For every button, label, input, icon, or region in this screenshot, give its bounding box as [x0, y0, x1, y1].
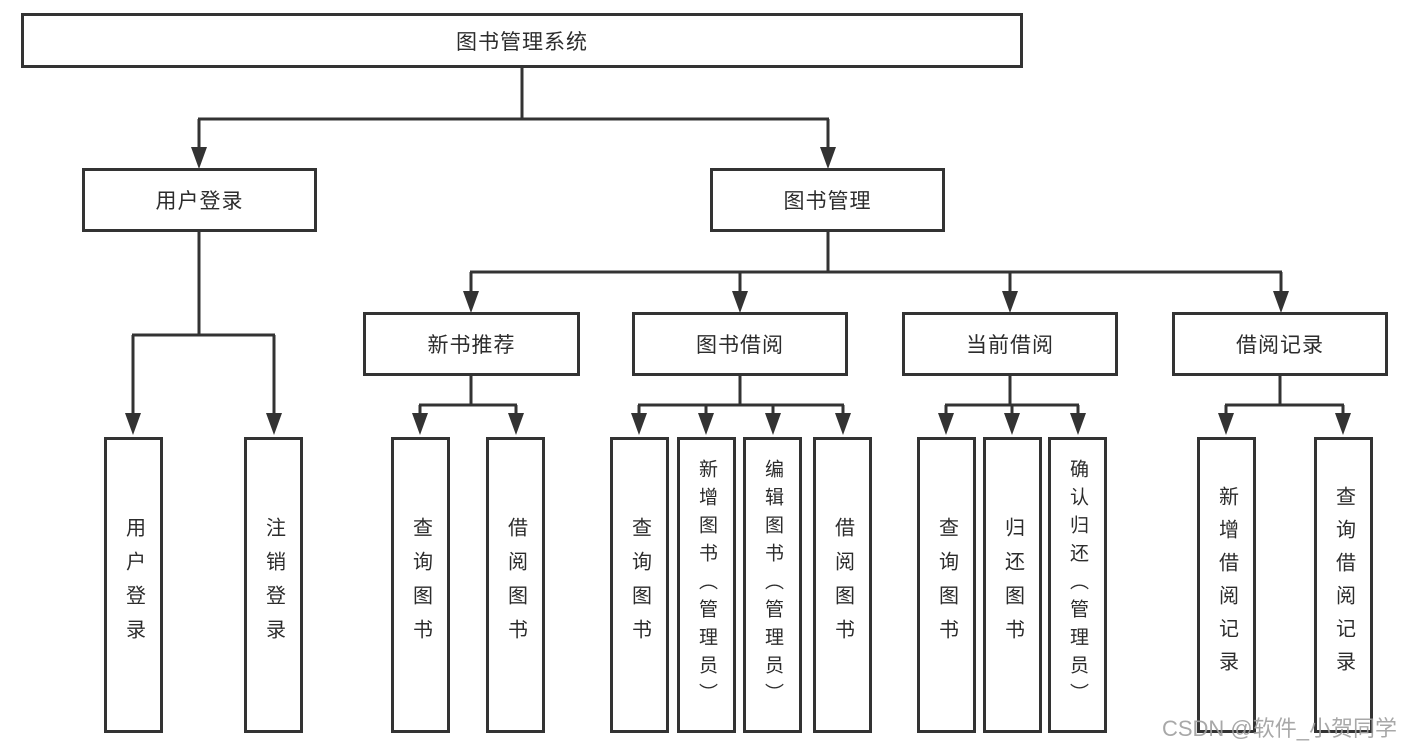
- leaf-current-query-books-label: 查询图书: [935, 517, 958, 653]
- leaf-newbook-borrow-books: 借阅图书: [486, 437, 545, 733]
- leaf-records-add-record-label: 新增借阅记录: [1215, 486, 1238, 684]
- leaf-logout: 注销登录: [244, 437, 303, 733]
- leaf-borrow-borrow-books: 借阅图书: [813, 437, 872, 733]
- node-current-borrow: 当前借阅: [902, 312, 1118, 376]
- leaf-current-return-books: 归还图书: [983, 437, 1042, 733]
- leaf-borrow-edit-books-admin-label: 编辑图书（管理员）: [762, 459, 783, 711]
- node-book-management-label: 图书管理: [783, 190, 872, 213]
- leaf-logout-label: 注销登录: [262, 517, 285, 653]
- leaf-current-confirm-return-admin: 确认归还（管理员）: [1048, 437, 1107, 733]
- leaf-borrow-add-books-admin: 新增图书（管理员）: [677, 437, 736, 733]
- leaf-newbook-borrow-books-label: 借阅图书: [504, 517, 527, 653]
- leaf-records-query-record-label: 查询借阅记录: [1332, 486, 1355, 684]
- leaf-current-query-books: 查询图书: [917, 437, 976, 733]
- node-new-book-recommend: 新书推荐: [363, 312, 580, 376]
- leaf-newbook-query-books-label: 查询图书: [409, 517, 432, 653]
- leaf-records-query-record: 查询借阅记录: [1314, 437, 1373, 733]
- node-user-login: 用户登录: [82, 168, 317, 232]
- tree-edges: [131, 68, 1345, 419]
- leaf-borrow-borrow-books-label: 借阅图书: [831, 517, 854, 653]
- leaf-records-add-record: 新增借阅记录: [1197, 437, 1256, 733]
- leaf-borrow-query-books-label: 查询图书: [628, 517, 651, 653]
- node-borrow-records: 借阅记录: [1172, 312, 1388, 376]
- node-root: 图书管理系统: [21, 13, 1023, 68]
- watermark: CSDN @软件_小贺同学: [1161, 716, 1397, 741]
- leaf-current-return-books-label: 归还图书: [1001, 517, 1024, 653]
- node-user-login-label: 用户登录: [155, 190, 244, 213]
- leaf-user-login: 用户登录: [104, 437, 163, 733]
- node-borrow-records-label: 借阅记录: [1236, 334, 1324, 357]
- node-book-management: 图书管理: [710, 168, 945, 232]
- leaf-borrow-edit-books-admin: 编辑图书（管理员）: [743, 437, 802, 733]
- node-new-book-recommend-label: 新书推荐: [427, 334, 516, 357]
- leaf-current-confirm-return-admin-label: 确认归还（管理员）: [1067, 459, 1088, 711]
- node-book-borrow: 图书借阅: [632, 312, 848, 376]
- leaf-borrow-query-books: 查询图书: [610, 437, 669, 733]
- leaf-newbook-query-books: 查询图书: [391, 437, 450, 733]
- arrowheads: [125, 147, 1351, 435]
- node-root-label: 图书管理系统: [456, 30, 588, 54]
- leaf-borrow-add-books-admin-label: 新增图书（管理员）: [696, 459, 717, 711]
- node-current-borrow-label: 当前借阅: [966, 334, 1054, 357]
- node-book-borrow-label: 图书借阅: [696, 334, 784, 357]
- leaf-user-login-label: 用户登录: [122, 517, 145, 653]
